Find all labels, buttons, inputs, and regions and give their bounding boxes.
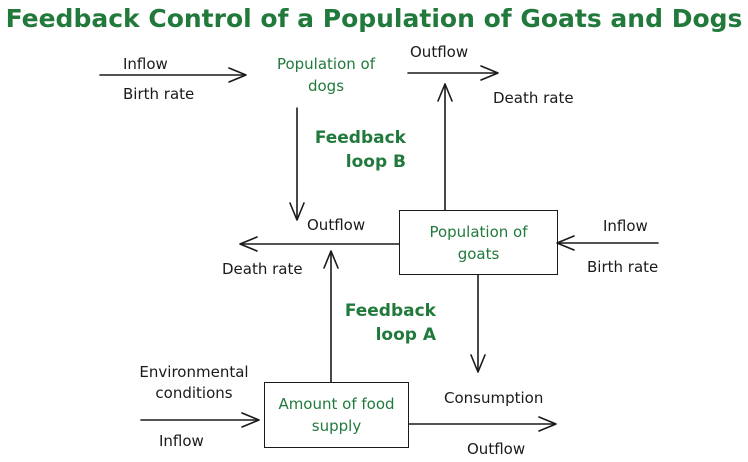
node-population-of-goats-label: Population of goats [429, 222, 528, 263]
diagram-title: Feedback Control of a Population of Goat… [5, 4, 743, 33]
goats-consumption-arrow [470, 274, 486, 373]
dogs-outflow-label: Outflow [410, 43, 469, 61]
dogs-outflow-arrow [407, 65, 499, 81]
food-outflow-label: Outflow [467, 440, 526, 458]
feedback-loop-b-label: Feedback loop B [314, 128, 406, 172]
node-population-of-goats: Population of goats [399, 210, 558, 275]
feedback-loop-a-label: Feedback loop A [344, 301, 436, 345]
node-amount-of-food-supply: Amount of food supply [264, 382, 409, 448]
node-amount-of-food-supply-label: Amount of food supply [278, 395, 395, 435]
food-inflow-arrow [140, 412, 260, 428]
goats-inflow-label: Inflow [603, 217, 648, 235]
environmental-conditions-label: Environmental conditions [139, 363, 249, 402]
goats-to-dog-death-arrow [437, 83, 453, 211]
dogs-death-rate-label: Death rate [493, 89, 574, 107]
goats-death-rate-label: Death rate [222, 260, 303, 278]
dogs-inflow-label: Inflow [123, 55, 168, 73]
food-to-goat-death-arrow [323, 250, 339, 383]
food-outflow-arrow [408, 416, 557, 432]
dogs-inflow-arrow [99, 67, 247, 83]
food-inflow-label: Inflow [159, 432, 204, 450]
goats-birth-rate-label: Birth rate [587, 258, 659, 276]
dogs-to-goat-death-arrow [289, 107, 305, 221]
dogs-birth-rate-label: Birth rate [123, 85, 195, 103]
goats-inflow-arrow [556, 235, 659, 251]
node-population-of-dogs: Population of dogs [276, 55, 376, 95]
consumption-label: Consumption [444, 389, 544, 407]
goats-outflow-label: Outflow [307, 216, 366, 234]
goats-outflow-arrow [239, 236, 400, 252]
